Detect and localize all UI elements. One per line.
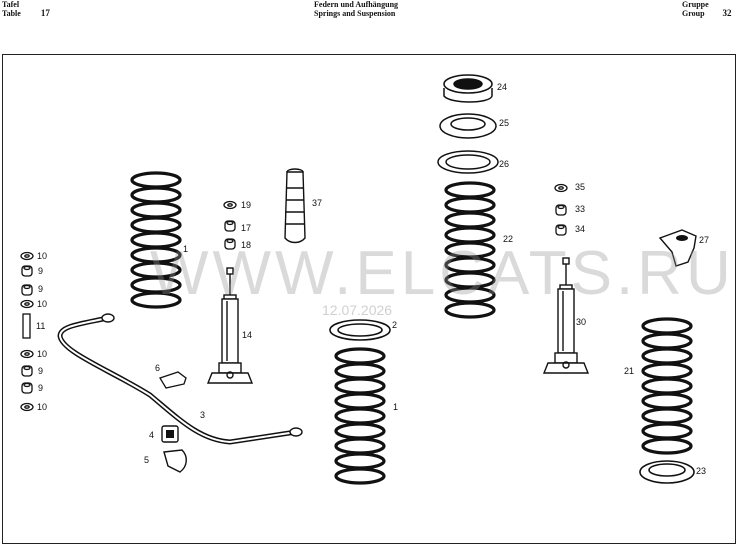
callout-labels: 10 9 9 10 11 10 9 9 10 1 3 4 5 6 19 17 1… <box>36 82 709 476</box>
watermark-text: WWW.ELCATS.RU <box>150 239 735 308</box>
header-group-number: 32 <box>722 8 732 18</box>
callout-24: 24 <box>497 82 507 92</box>
callout-34: 34 <box>575 224 585 234</box>
header-title-de: Federn und Aufhängung <box>314 0 399 9</box>
callout-25: 25 <box>499 118 509 128</box>
clamp-bracket-5 <box>163 449 187 473</box>
header-table-block: Tafel Table 17 <box>2 0 50 18</box>
bushing-33 <box>555 204 567 216</box>
spring-cap-25 <box>439 113 497 139</box>
header-table-label-en: Table <box>2 9 21 18</box>
callout-14: 14 <box>242 330 252 340</box>
callout-6: 6 <box>155 363 160 373</box>
callout-27: 27 <box>699 235 709 245</box>
callout-9a: 9 <box>38 266 43 276</box>
callout-4: 4 <box>149 430 154 440</box>
callout-33: 33 <box>575 204 585 214</box>
header-group-block: Gruppe Group 32 <box>682 0 732 18</box>
callout-10c: 10 <box>37 349 47 359</box>
callout-1a: 1 <box>183 244 188 254</box>
callout-3: 3 <box>200 410 205 420</box>
header-group-label-en: Group <box>682 9 705 18</box>
callout-9c: 9 <box>38 366 43 376</box>
washer-19 <box>223 200 237 210</box>
callout-9b: 9 <box>38 284 43 294</box>
spring-pad-26 <box>437 150 499 174</box>
spring-seat-23 <box>639 460 695 484</box>
header-group-label-de: Gruppe <box>682 0 709 9</box>
callout-2: 2 <box>392 320 397 330</box>
callout-35: 35 <box>575 182 585 192</box>
callout-10a: 10 <box>37 251 47 261</box>
callout-26: 26 <box>499 159 509 169</box>
rubber-mount-4 <box>161 425 179 443</box>
header-table-label-de: Tafel <box>2 0 20 9</box>
callout-18: 18 <box>241 240 251 250</box>
callout-17: 17 <box>241 223 251 233</box>
callout-10b: 10 <box>37 299 47 309</box>
coil-spring-centre <box>334 347 386 485</box>
spring-pad-2 <box>329 319 391 341</box>
header-title-block: Federn und Aufhängung Springs and Suspen… <box>314 0 398 18</box>
callout-37: 37 <box>312 198 322 208</box>
bump-stop-37 <box>284 168 306 244</box>
diagram-frame <box>2 54 736 544</box>
callout-23: 23 <box>696 466 706 476</box>
callout-21: 21 <box>624 366 634 376</box>
callout-5: 5 <box>144 455 149 465</box>
callout-9d: 9 <box>38 383 43 393</box>
callout-19: 19 <box>241 200 251 210</box>
callout-22: 22 <box>503 234 513 244</box>
left-fastener-stack <box>20 251 34 412</box>
spring-cap-24 <box>443 74 493 103</box>
header-table-number: 17 <box>40 8 50 18</box>
bushing-17 <box>224 220 236 232</box>
bushing-34 <box>555 224 567 236</box>
washer-35 <box>554 183 568 193</box>
coil-spring-21 <box>641 317 693 455</box>
callout-10d: 10 <box>37 402 47 412</box>
watermark-date: 12.07.2026 <box>322 302 393 318</box>
cover-plate-6 <box>159 371 187 389</box>
callout-11: 11 <box>36 321 45 331</box>
callout-1b: 1 <box>393 402 398 412</box>
header-title-en: Springs and Suspension <box>314 9 396 18</box>
callout-30: 30 <box>576 317 586 327</box>
